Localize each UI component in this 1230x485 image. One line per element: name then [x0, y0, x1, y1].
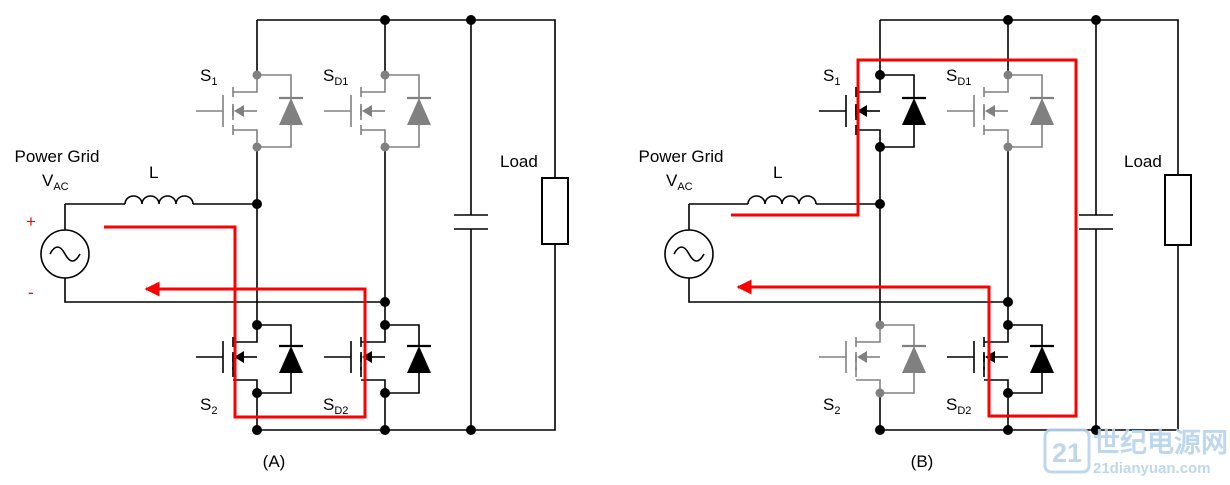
panel-a-switch-sd1	[324, 74, 431, 148]
panel-a-s1-label: S1	[200, 66, 217, 88]
panel-b-load-label: Load	[1124, 152, 1162, 171]
panel-a-load-resistor	[541, 177, 569, 245]
panel-a-load-label: Load	[500, 152, 538, 171]
panel-a-switch-s1	[196, 74, 303, 148]
panel-b-switch-s1	[819, 74, 926, 148]
panel-b-switch-sd2	[947, 324, 1054, 394]
panel-b-sd2-label: SD2	[946, 395, 971, 417]
panel-a-sd2-label: SD2	[323, 395, 348, 417]
panel-a-wiring	[64, 19, 556, 431]
watermark-logo-icon	[1043, 428, 1091, 474]
panel-b-load-resistor	[1164, 174, 1192, 246]
watermark-text: 世纪电源网	[1093, 427, 1228, 458]
panel-b-current-path	[731, 58, 1078, 418]
panel-a-source-voltage: VAC	[42, 171, 69, 193]
panel-b-caption: (B)	[911, 452, 934, 471]
panel-a-sine-icon	[49, 246, 81, 262]
panel-a-junction-dots	[252, 15, 476, 435]
panel-a-s2-label: S2	[200, 395, 217, 417]
panel-a-caption: (A)	[263, 452, 286, 471]
panel-a-switch-s2	[196, 324, 303, 394]
panel-b-wiring	[688, 19, 1179, 431]
panel-a: Power Grid VAC + - L Load S1 SD1 S2 SD2 …	[14, 15, 569, 471]
panel-b: Power Grid VAC L Load S1 SD1 S2 SD2 (B)	[638, 15, 1192, 471]
watermark: 21 世纪电源网 21dianyuan.com	[1043, 427, 1228, 477]
panel-a-current-path	[104, 225, 367, 419]
panel-b-sd1-label: SD1	[946, 66, 971, 88]
panel-a-switch-sd2	[324, 324, 431, 394]
panel-b-source-voltage: VAC	[666, 171, 693, 193]
panel-b-sine-icon	[673, 246, 705, 262]
panel-a-minus-sign: -	[28, 283, 34, 302]
panel-b-source-title: Power Grid	[638, 147, 723, 166]
panel-b-inductor-label: L	[773, 163, 782, 182]
panel-b-junction-dots	[875, 15, 1101, 435]
panel-b-switch-sd1	[947, 74, 1054, 148]
panel-b-s2-label: S2	[823, 395, 840, 417]
panel-a-plus-sign: +	[26, 212, 36, 231]
panel-b-s1-label: S1	[823, 66, 840, 88]
panel-a-inductor-label: L	[149, 163, 158, 182]
panel-a-source-title: Power Grid	[14, 147, 99, 166]
watermark-domain: 21dianyuan.com	[1093, 460, 1211, 477]
panel-b-switch-s2	[819, 324, 926, 394]
panel-a-sd1-label: SD1	[323, 66, 348, 88]
watermark-logo-mark: 21	[1052, 438, 1082, 468]
